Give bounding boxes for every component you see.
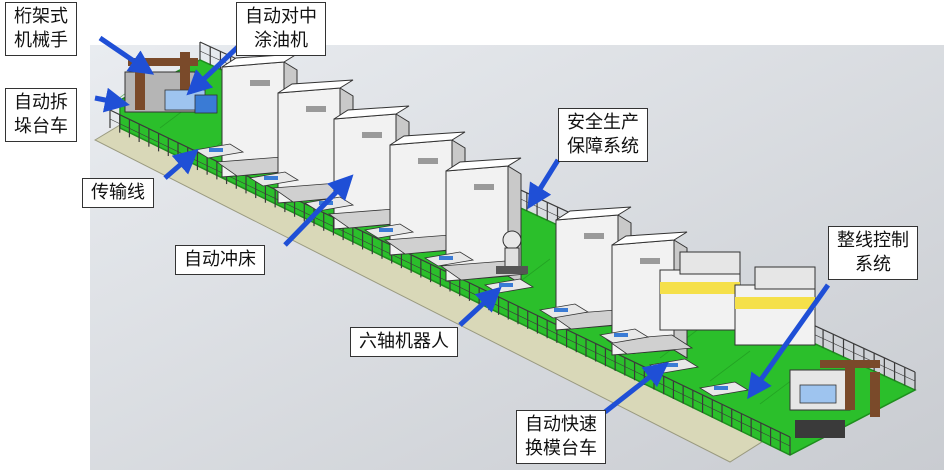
conveyor-plate — [614, 333, 628, 337]
arrow-oiler — [186, 43, 242, 96]
right-end-equipment — [789, 360, 880, 438]
conveyor-plate — [264, 176, 278, 180]
conveyor-plate — [714, 386, 728, 390]
press-top — [389, 131, 466, 146]
conveyor-plate — [209, 148, 223, 152]
arrow-conveyor — [163, 148, 199, 180]
floor-grid-line — [709, 350, 751, 382]
label-die-change-cart: 自动快速 换模台车 — [516, 410, 606, 464]
press-badge — [584, 233, 604, 239]
conveyor-plate — [439, 256, 453, 260]
callout-arrows — [94, 35, 831, 414]
six-axis-robot-model — [496, 230, 528, 274]
press-badge — [474, 184, 494, 190]
arrow-diechange — [603, 361, 669, 414]
label-auto-press: 自动冲床 — [175, 245, 265, 275]
conveyor-plate — [499, 283, 513, 287]
conveyor-plate — [379, 228, 393, 232]
arrow-destacker — [94, 87, 130, 113]
conveyor-plate — [664, 363, 678, 367]
press-badge — [362, 132, 382, 138]
press-badge — [418, 158, 438, 164]
press-top — [611, 231, 688, 246]
label-centering-oiler: 自动对中 涂油机 — [236, 2, 326, 56]
label-control-system: 整线控制 系统 — [828, 226, 918, 280]
press-badge — [306, 106, 326, 112]
press-top — [445, 157, 522, 172]
label-safety-system: 安全生产 保障系统 — [558, 108, 648, 162]
conveyor-plate — [554, 308, 568, 312]
die-change-cells — [659, 251, 816, 346]
arrow-gantry — [98, 35, 155, 75]
press-badge — [250, 80, 270, 86]
arrow-safety — [527, 158, 561, 210]
press-badge — [640, 258, 660, 264]
label-six-axis-robot: 六轴机器人 — [350, 327, 458, 357]
label-conveyor: 传输线 — [82, 178, 154, 208]
press-top — [333, 105, 410, 120]
label-gantry-robot: 桁架式 机械手 — [5, 2, 77, 56]
arrow-robot — [458, 286, 502, 327]
label-destacking-cart: 自动拆 垛台车 — [5, 88, 77, 142]
press-top — [555, 206, 632, 221]
press-top — [277, 79, 354, 94]
arrow-control — [747, 283, 831, 400]
arrow-press — [283, 174, 354, 247]
